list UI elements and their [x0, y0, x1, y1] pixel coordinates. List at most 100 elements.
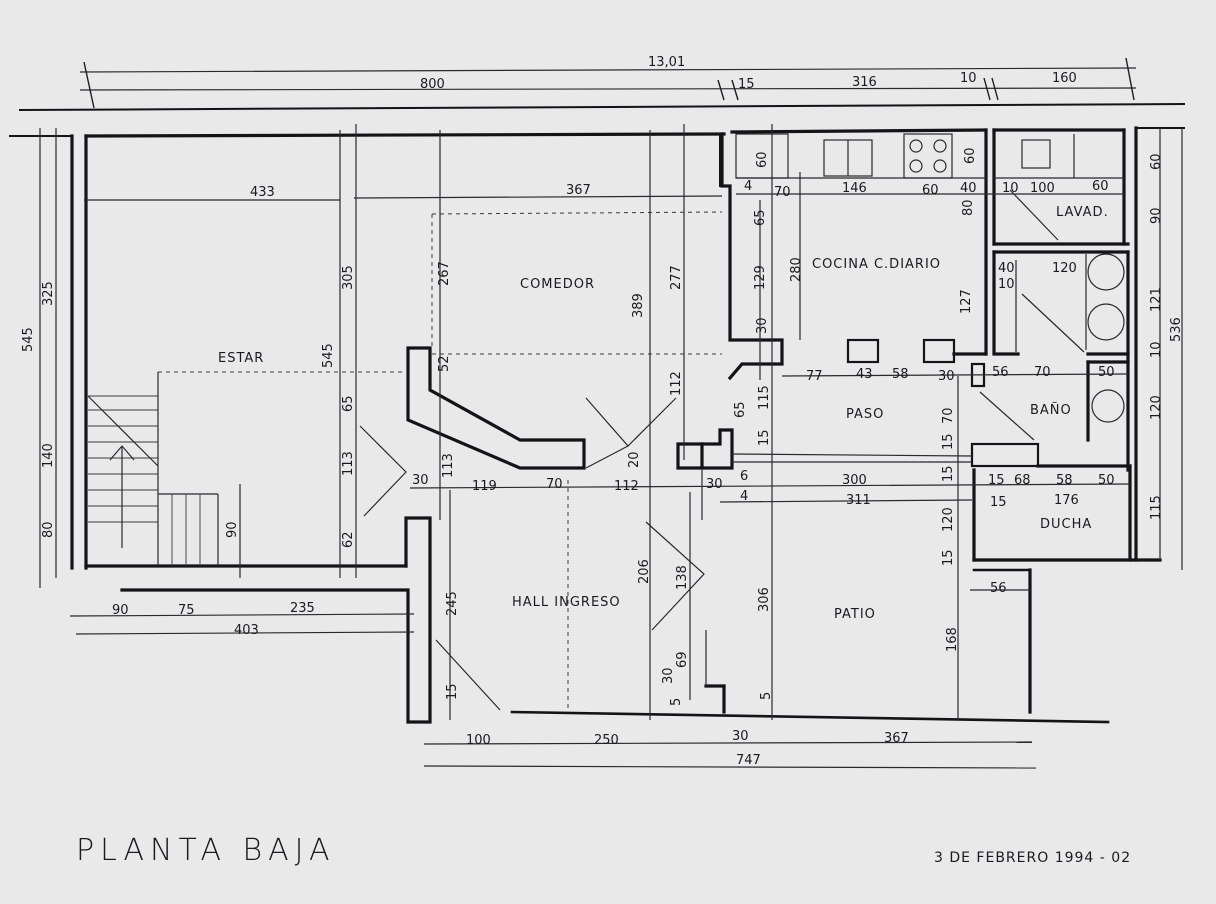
staircase — [87, 372, 219, 566]
dim-estar-113: 113 — [341, 451, 356, 476]
dim-estar-305: 305 — [341, 265, 356, 290]
dim-bottom-90: 90 — [112, 603, 129, 618]
walls — [9, 126, 1185, 724]
dim-right-120: 120 — [1149, 395, 1164, 420]
room-patio: PATIO — [834, 607, 876, 622]
dim-top-800: 800 — [420, 77, 445, 92]
dim-top-316: 316 — [852, 75, 877, 90]
dim-hall-69: 69 — [675, 651, 690, 668]
dim-ducha-120: 120 — [941, 507, 956, 532]
dim-bot-367: 367 — [884, 731, 909, 746]
dim-stair-90: 90 — [225, 521, 240, 538]
dim-row-112: 112 — [614, 479, 639, 494]
dim-right-536: 536 — [1169, 317, 1184, 342]
dim-bot-747: 747 — [736, 753, 761, 768]
dim-ducha-15: 15 — [988, 473, 1005, 488]
dim-estar-545: 545 — [321, 343, 336, 368]
drawing-title: PLANTA BAJA — [76, 833, 336, 868]
dim-bano-70: 70 — [1034, 365, 1051, 380]
dim-bano-15b: 15 — [941, 465, 956, 482]
hidden-lines — [158, 211, 723, 710]
dim-left-325: 325 — [41, 281, 56, 306]
dim-hall-245: 245 — [445, 591, 460, 616]
dim-bot-100: 100 — [466, 733, 491, 748]
dim-right-10: 10 — [1149, 341, 1164, 358]
dim-coc-65: 65 — [753, 209, 768, 226]
dim-right-115: 115 — [1149, 495, 1164, 520]
dim-paso-15: 15 — [757, 429, 772, 446]
dim-paso-30: 30 — [706, 477, 723, 492]
dim-coc-40: 40 — [960, 181, 977, 196]
dim-left-545: 545 — [21, 327, 36, 352]
dim-row-20: 20 — [627, 451, 642, 468]
dim-coc-80: 80 — [961, 199, 976, 216]
dim-top-160: 160 — [1052, 71, 1077, 86]
dim-coc-58: 58 — [892, 367, 909, 382]
dim-coc-77: 77 — [806, 369, 823, 384]
dim-estar-65: 65 — [341, 395, 356, 412]
dim-bano-120: 120 — [1052, 261, 1077, 276]
dim-hall-138: 138 — [675, 565, 690, 590]
dim-paso-300: 300 — [842, 473, 867, 488]
top-dimension-lines — [18, 57, 1186, 112]
drawing-date: 3 DE FEBRERO 1994 - 02 — [934, 850, 1131, 866]
dim-bano-56: 56 — [992, 365, 1009, 380]
dim-coc-30: 30 — [755, 317, 770, 334]
dim-row-30: 30 — [412, 473, 429, 488]
dim-patio-168: 168 — [945, 627, 960, 652]
dim-coc-30b: 30 — [938, 369, 955, 384]
dim-bano-40: 40 — [998, 261, 1015, 276]
dim-paso-6: 6 — [740, 469, 748, 484]
dim-bano-50: 50 — [1098, 365, 1115, 380]
dim-paso-311: 311 — [846, 493, 871, 508]
dim-hall-15: 15 — [445, 683, 460, 700]
dim-coc-60a: 60 — [755, 151, 770, 168]
room-comedor: COMEDOR — [520, 277, 595, 292]
dim-row-119: 119 — [472, 479, 497, 494]
room-paso: PASO — [846, 407, 884, 422]
dim-ducha-15b: 15 — [990, 495, 1007, 510]
dim-coc-10: 10 — [1002, 181, 1019, 196]
dim-paso-4: 4 — [740, 489, 748, 504]
dim-bano-10: 10 — [998, 277, 1015, 292]
dim-coc-60d: 60 — [963, 147, 978, 164]
dim-ducha-68: 68 — [1014, 473, 1031, 488]
room-estar: ESTAR — [218, 351, 264, 366]
dim-left-80: 80 — [41, 521, 56, 538]
dim-patio-56: 56 — [990, 581, 1007, 596]
dim-right-90: 90 — [1149, 207, 1164, 224]
dim-hall-30: 30 — [661, 667, 676, 684]
dim-hall-5: 5 — [669, 698, 684, 706]
kitchen-fixtures — [735, 133, 1124, 179]
dim-hall-206: 206 — [637, 559, 652, 584]
room-hall: HALL INGRESO — [512, 595, 621, 610]
dim-com-277: 277 — [669, 265, 684, 290]
dim-bottom-403: 403 — [234, 623, 259, 638]
dim-com-112: 112 — [669, 371, 684, 396]
dim-coc-280: 280 — [789, 257, 804, 282]
dim-comedor-367: 367 — [566, 183, 591, 198]
dim-bottom-235: 235 — [290, 601, 315, 616]
dim-coc-60c: 60 — [1092, 179, 1109, 194]
dim-coc-129: 129 — [753, 265, 768, 290]
dim-coc-4: 4 — [744, 179, 752, 194]
dim-com-389: 389 — [631, 293, 646, 318]
dim-paso-115: 115 — [757, 385, 772, 410]
dim-left-140: 140 — [41, 443, 56, 468]
dim-ducha-15c: 15 — [941, 549, 956, 566]
dim-ducha-58: 58 — [1056, 473, 1073, 488]
dim-right-60: 60 — [1149, 153, 1164, 170]
dim-right-121: 121 — [1149, 287, 1164, 312]
dim-com-52: 52 — [437, 355, 452, 372]
dim-bottom-75: 75 — [178, 603, 195, 618]
dim-top-15: 15 — [738, 77, 755, 92]
dim-com-267: 267 — [437, 261, 452, 286]
dim-bot-250: 250 — [594, 733, 619, 748]
dim-coc-146: 146 — [842, 181, 867, 196]
dim-row-70: 70 — [546, 477, 563, 492]
dim-row-113: 113 — [441, 453, 456, 478]
bathroom-fixtures — [1021, 253, 1125, 423]
dimension-lines — [39, 124, 1183, 769]
dim-coc-60b: 60 — [922, 183, 939, 198]
